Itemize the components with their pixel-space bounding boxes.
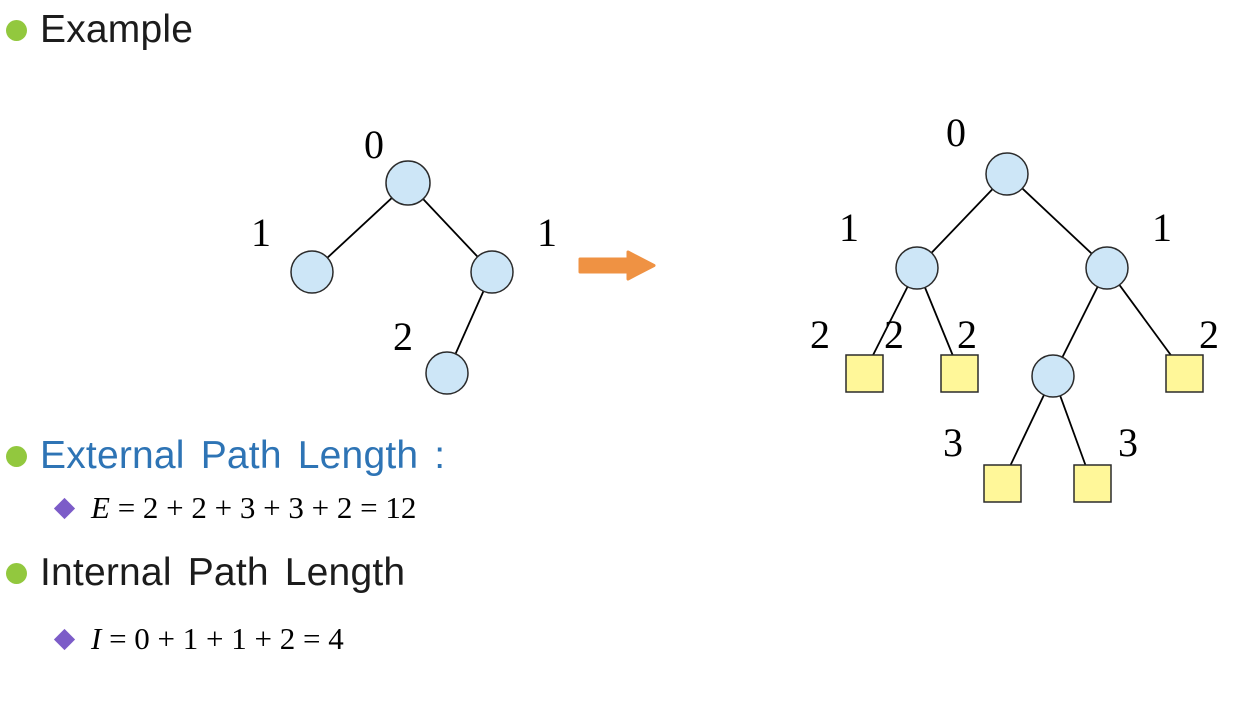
tree-edge	[1006, 173, 1108, 269]
internal-formula: I = 0 + 1 + 1 + 2 = 4	[91, 620, 344, 658]
transform-arrow-icon	[578, 250, 656, 281]
node-level-label: 1	[537, 210, 557, 255]
diamond-bullet-icon	[53, 497, 76, 519]
internal-node	[290, 250, 334, 294]
node-level-label: 3	[1118, 420, 1138, 465]
formula-variable: E	[91, 490, 110, 525]
node-level-label: 2	[957, 312, 977, 357]
internal-node	[1085, 246, 1129, 290]
bullet-icon	[6, 19, 27, 41]
formula-expression: = 0 + 1 + 1 + 2 = 4	[101, 621, 344, 656]
external-formula: E = 2 + 2 + 3 + 3 + 2 = 12	[91, 489, 416, 527]
external-formula-line: E = 2 + 2 + 3 + 3 + 2 = 12	[52, 489, 416, 527]
internal-node	[985, 152, 1029, 196]
left-tree: 0 1 1 2	[251, 122, 557, 395]
external-path-heading: External Path Length :	[40, 434, 446, 477]
formula-variable: I	[91, 621, 102, 656]
bullet-icon	[6, 562, 27, 584]
internal-node	[470, 250, 514, 294]
internal-path-heading: Internal Path Length	[40, 551, 406, 594]
external-node	[1165, 354, 1204, 393]
node-level-label: 2	[393, 314, 413, 359]
external-node	[940, 354, 979, 393]
node-level-label: 3	[943, 420, 963, 465]
diamond-bullet-icon	[53, 628, 76, 650]
node-level-label: 1	[1152, 205, 1172, 250]
formula-expression: = 2 + 2 + 3 + 3 + 2 = 12	[109, 490, 417, 525]
example-heading: Example	[40, 8, 194, 51]
internal-node	[425, 351, 469, 395]
node-level-label: 1	[839, 205, 859, 250]
internal-node	[385, 160, 431, 206]
external-node	[983, 464, 1022, 503]
external-node	[1073, 464, 1112, 503]
node-level-label: 0	[946, 110, 966, 155]
right-tree: 0 1 1 2 2 2 2 3 3	[810, 110, 1219, 503]
example-heading-line: Example	[6, 6, 193, 54]
node-level-label: 2	[810, 312, 830, 357]
node-level-label: 2	[884, 312, 904, 357]
node-level-label: 0	[364, 122, 384, 167]
external-node	[845, 354, 884, 393]
internal-heading-line: Internal Path Length	[6, 549, 405, 597]
internal-node	[1031, 354, 1075, 398]
right-arrow-icon	[578, 250, 656, 281]
node-level-label: 2	[1199, 312, 1219, 357]
internal-formula-line: I = 0 + 1 + 1 + 2 = 4	[52, 620, 344, 658]
node-level-label: 1	[251, 210, 271, 255]
internal-node	[895, 246, 939, 290]
bullet-icon	[6, 445, 27, 467]
external-heading-line: External Path Length :	[6, 432, 445, 480]
